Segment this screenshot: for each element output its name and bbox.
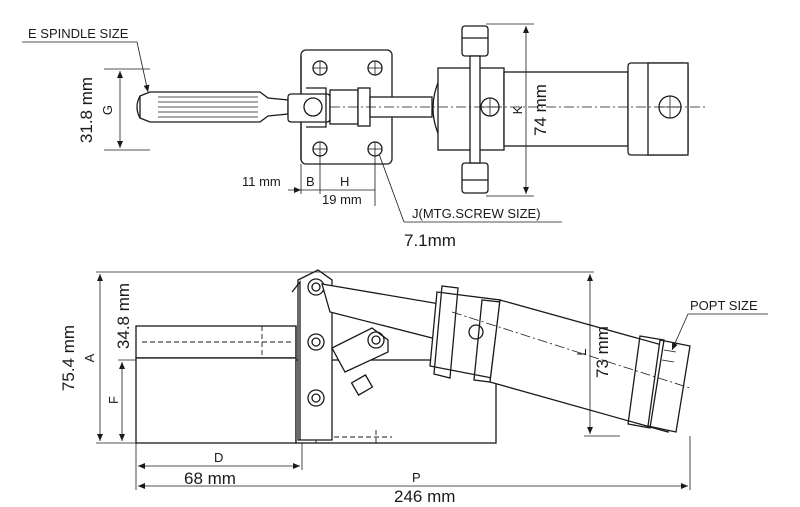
d-letter: D [214,450,223,465]
f-value: 34.8 mm [114,283,133,349]
spindle-size-label: E SPINDLE SIZE [28,26,129,41]
side-cylinder-rear [647,339,691,433]
l-value: 73 mm [593,326,612,378]
g-letter: G [100,105,115,115]
g-value: 31.8 mm [77,77,96,143]
trunnion-top [461,25,489,57]
spindle-clevis [287,93,331,123]
spindle [136,91,289,123]
d-value: 68 mm [184,469,236,488]
h-value: 19 mm [322,192,362,207]
h-letter: H [340,174,349,189]
screw-size-label: J(MTG.SCREW SIZE) [412,206,541,221]
b-letter: B [306,174,315,189]
side-view: POPT SIZE A 75.4 mm F 34.8 mm D 68 mm P … [59,269,768,506]
k-letter: K [510,105,525,114]
p-letter: P [412,470,421,485]
top-mounting-holes [312,60,383,157]
side-center-line [451,311,691,389]
popt-size-label: POPT SIZE [690,298,758,313]
top-view: E SPINDLE SIZE G 31.8 mm K 74 mm B H 11 … [22,23,706,250]
screw-size-value: 7.1mm [404,231,456,250]
screw-leader-line [378,153,405,223]
side-piston-rod [321,283,441,341]
trunnion-bottom [461,162,489,194]
p-value: 246 mm [394,487,455,506]
a-value: 75.4 mm [59,325,78,391]
side-link-arm [331,327,389,373]
side-base-lower [135,357,297,444]
f-letter: F [106,396,121,404]
l-letter: L [574,348,589,355]
k-value: 74 mm [531,84,550,136]
side-cylinder-tube [489,299,681,433]
b-value: 11 mm [242,174,281,189]
a-letter: A [82,353,97,362]
